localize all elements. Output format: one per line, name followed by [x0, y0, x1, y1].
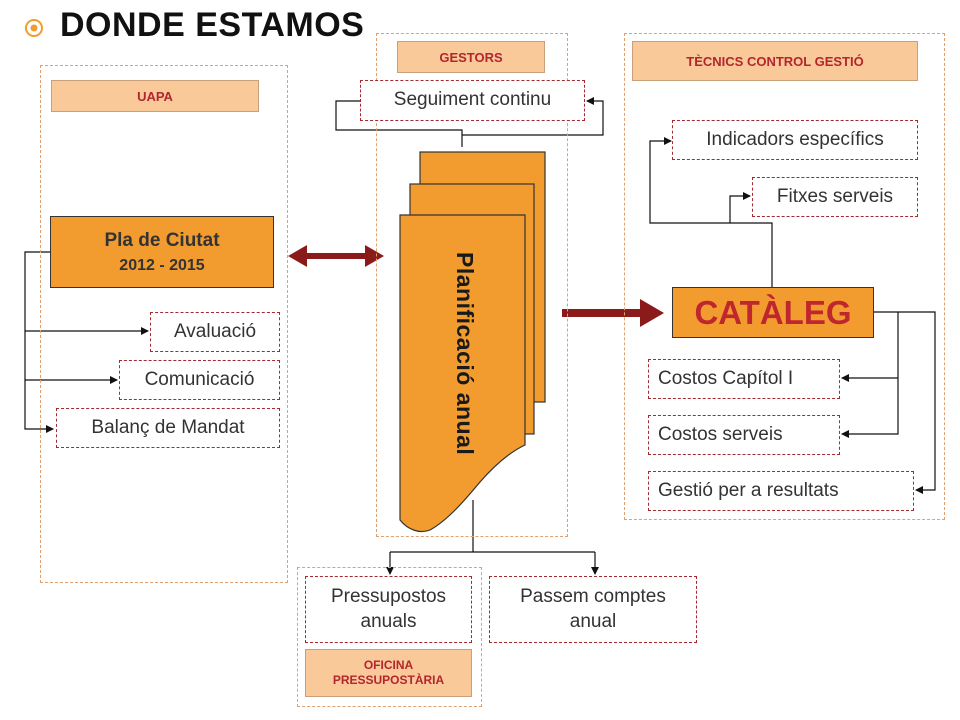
arrow-to-cataleg — [562, 299, 664, 327]
bullet-icon — [25, 19, 43, 37]
pressupostos-anuals-box: Pressupostos anuals — [305, 576, 472, 643]
pla-de-ciutat-box: Pla de Ciutat 2012 - 2015 — [50, 216, 274, 288]
passem-line1: Passem comptes — [520, 585, 666, 607]
indicadors-especifics-box: Indicadors específics — [672, 120, 918, 160]
comunicacio-box: Comunicació — [119, 360, 280, 400]
planificacio-anual-label: Planificació anual — [452, 252, 478, 456]
seguiment-loop-connector — [335, 97, 604, 147]
oficina-header-line1: OFICINA — [363, 658, 414, 672]
pressupostos-line2: anuals — [360, 610, 417, 632]
oficina-header-line2: PRESSUPOSTÀRIA — [332, 673, 445, 687]
balanc-de-mandat-box: Balanç de Mandat — [56, 408, 280, 448]
page-title: DONDE ESTAMOS — [60, 6, 365, 44]
uapa-region — [40, 65, 288, 583]
uapa-header: UAPA — [51, 80, 259, 112]
bidirectional-arrow — [288, 245, 384, 267]
cataleg-bottom-connectors — [841, 311, 936, 494]
planificacio-output-connectors — [386, 500, 599, 575]
fitxes-serveis-box: Fitxes serveis — [752, 177, 918, 217]
costos-capitol-box: Costos Capítol I — [648, 359, 840, 399]
seguiment-continu-box: Seguiment continu — [360, 80, 585, 121]
oficina-region — [297, 567, 482, 707]
gestors-region — [376, 33, 568, 537]
passem-line2: anual — [569, 610, 617, 632]
tecnics-region — [624, 33, 945, 520]
tecnics-header: TÈCNICS CONTROL GESTIÓ — [632, 41, 918, 81]
pressupostos-line1: Pressupostos — [330, 585, 447, 607]
passem-comptes-box: Passem comptes anual — [489, 576, 697, 643]
costos-serveis-box: Costos serveis — [648, 415, 840, 455]
oficina-header: OFICINA PRESSUPOSTÀRIA — [305, 649, 472, 697]
gestors-header: GESTORS — [397, 41, 545, 73]
gestio-resultats-box: Gestió per a resultats — [648, 471, 914, 511]
pla-years: 2012 - 2015 — [119, 256, 205, 274]
pla-title: Pla de Ciutat — [104, 229, 220, 251]
cataleg-top-connectors — [649, 137, 773, 287]
cataleg-box: CATÀLEG — [672, 287, 874, 338]
avaluacio-box: Avaluació — [150, 312, 280, 352]
planificacio-document-stack — [399, 151, 546, 533]
